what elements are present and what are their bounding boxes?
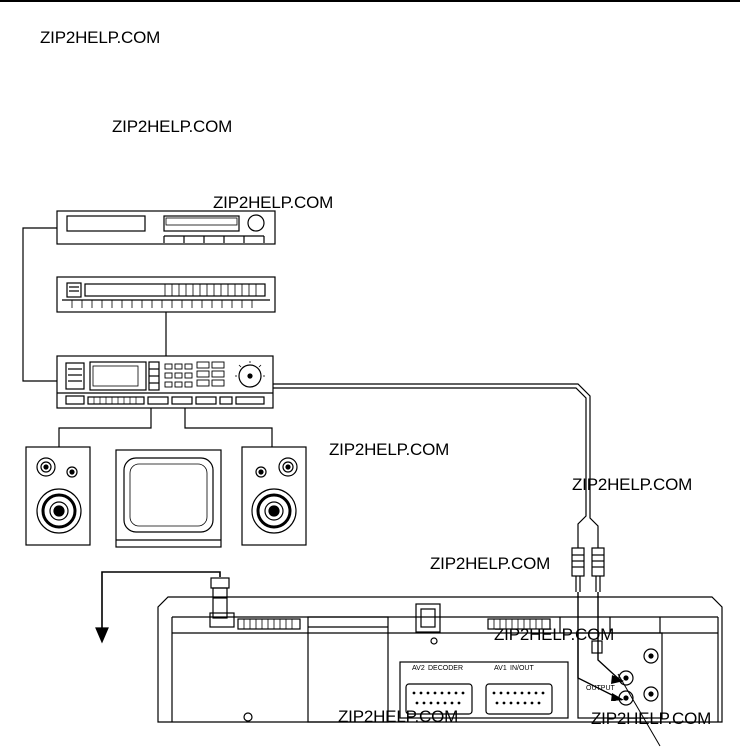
audio-output-plugs xyxy=(577,592,661,747)
vcr-rear-panel xyxy=(157,596,723,723)
audio-l-label: L xyxy=(612,696,616,703)
watermark-1: ZIP2HELP.COM xyxy=(40,28,161,47)
left-speaker xyxy=(25,446,91,546)
scart-av1-number: AV1 xyxy=(494,665,507,672)
amplifier-unit xyxy=(56,355,274,409)
right-speaker xyxy=(241,446,307,546)
watermark-5: ZIP2HELP.COM xyxy=(572,475,693,494)
cd-player-unit xyxy=(56,210,276,245)
watermark-4: ZIP2HELP.COM xyxy=(329,440,450,459)
audio-output-label: OUTPUT xyxy=(586,685,616,692)
watermark-7: ZIP2HELP.COM xyxy=(494,625,615,644)
antenna-lead xyxy=(95,571,230,644)
audio-cable xyxy=(273,383,599,548)
audio-r-label: R xyxy=(612,676,617,683)
component-wires xyxy=(22,227,273,447)
rca-plug-left xyxy=(571,547,585,592)
watermark-2: ZIP2HELP.COM xyxy=(112,117,233,136)
rca-plug-right xyxy=(591,547,605,592)
equalizer-unit xyxy=(56,276,276,313)
watermark-3: ZIP2HELP.COM xyxy=(213,193,334,212)
watermark-9: ZIP2HELP.COM xyxy=(591,709,712,728)
watermark-6: ZIP2HELP.COM xyxy=(430,554,551,573)
scart-av2-number: AV2 xyxy=(412,665,425,672)
scart-av2-label: DECODER xyxy=(428,665,463,672)
scart-av1-label: IN/OUT xyxy=(510,665,534,672)
watermark-8: ZIP2HELP.COM xyxy=(338,707,459,726)
television xyxy=(115,449,222,548)
